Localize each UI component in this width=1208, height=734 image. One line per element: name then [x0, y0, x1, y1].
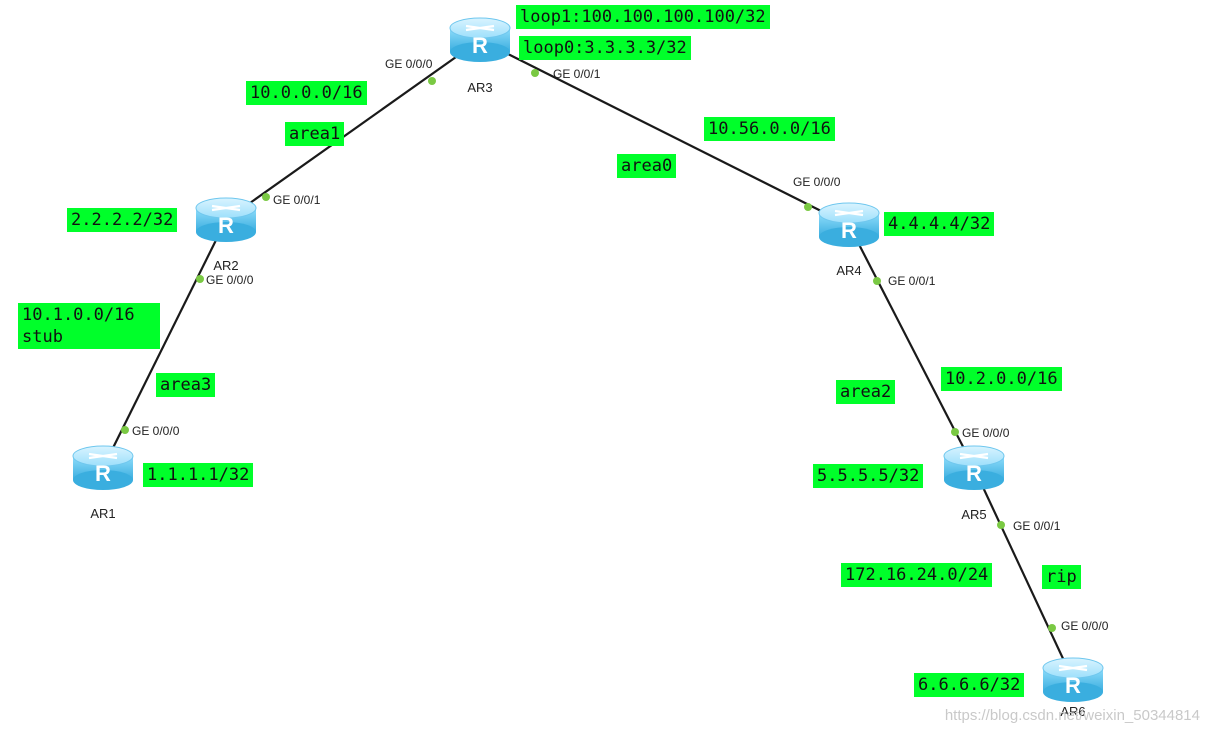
router-ar6[interactable]: R AR6	[1042, 657, 1104, 719]
router-icon-base	[73, 470, 133, 490]
network-ar4-ar5-label: 10.2.0.0/16	[941, 367, 1062, 391]
port-label: GE 0/0/1	[888, 274, 936, 288]
link-ar3-ar4	[479, 39, 850, 226]
router-icon-base	[196, 222, 256, 242]
link-ar3-ar2	[225, 39, 481, 221]
router-r-icon: R	[218, 213, 234, 238]
network-ar1-ar2-label: 10.1.0.0/16 stub	[18, 303, 160, 349]
router-ar5[interactable]: R AR5	[943, 445, 1005, 522]
port-label: GE 0/0/0	[132, 424, 180, 438]
port-dot	[804, 203, 812, 211]
ar5-loopback-label: 5.5.5.5/32	[813, 464, 924, 488]
network-ar5-ar6-label: 172.16.24.0/24	[841, 563, 993, 587]
router-r-icon: R	[841, 218, 857, 243]
network-ar3-ar4-label: 10.56.0.0/16	[704, 117, 835, 141]
ar6-loopback-label: 6.6.6.6/32	[914, 673, 1025, 697]
router-arrows-icon	[834, 209, 864, 217]
area0-label: area0	[617, 154, 677, 178]
ar3-loop1-label: loop1:100.100.100.100/32	[516, 5, 770, 29]
area3-label: area3	[156, 373, 216, 397]
router-name-label: AR3	[467, 80, 492, 95]
router-r-icon: R	[472, 33, 488, 58]
port-label: GE 0/0/1	[1013, 519, 1061, 533]
port-dot	[951, 428, 959, 436]
router-icon-base	[450, 42, 510, 62]
router-name-label: AR5	[961, 507, 986, 522]
router-name-label: AR6	[1060, 704, 1085, 719]
network-ar2-ar3-label: 10.0.0.0/16	[246, 81, 367, 105]
router-icon-base	[819, 227, 879, 247]
ar3-loop0-label: loop0:3.3.3.3/32	[519, 36, 691, 60]
port-dot	[531, 69, 539, 77]
router-ar4[interactable]: R AR4	[818, 202, 880, 278]
port-dot	[196, 275, 204, 283]
port-dot	[1048, 624, 1056, 632]
ar2-loopback-label: 2.2.2.2/32	[67, 208, 178, 232]
port-dot	[428, 77, 436, 85]
link-ar4-ar5	[848, 224, 975, 469]
router-arrows-icon	[211, 204, 241, 212]
port-label: GE 0/0/1	[273, 193, 321, 207]
port-dot	[262, 193, 270, 201]
router-arrows-icon	[959, 452, 989, 460]
router-ar1[interactable]: R AR1	[72, 445, 134, 521]
area1-label: area1	[285, 122, 345, 146]
router-r-icon: R	[1065, 673, 1081, 698]
router-ar3[interactable]: R AR3	[449, 17, 511, 95]
port-dot	[121, 426, 129, 434]
router-arrows-icon	[1058, 664, 1088, 672]
router-r-icon: R	[966, 461, 982, 486]
router-ar2[interactable]: R AR2	[195, 197, 257, 273]
router-icon-base	[1043, 682, 1103, 702]
ar1-loopback-label: 1.1.1.1/32	[143, 463, 254, 487]
rip-label: rip	[1042, 565, 1081, 589]
ar4-loopback-label: 4.4.4.4/32	[884, 212, 995, 236]
router-name-label: AR4	[836, 263, 861, 278]
router-r-icon: R	[95, 461, 111, 486]
area2-label: area2	[836, 380, 896, 404]
port-label: GE 0/0/0	[385, 57, 433, 71]
router-name-label: AR2	[213, 258, 238, 273]
router-name-label: AR1	[90, 506, 115, 521]
port-label: GE 0/0/0	[793, 175, 841, 189]
watermark: https://blog.csdn.net/weixin_50344814	[944, 707, 1200, 724]
port-dot	[997, 521, 1005, 529]
router-arrows-icon	[465, 24, 495, 32]
port-label: GE 0/0/1	[553, 67, 601, 81]
port-label: GE 0/0/0	[962, 426, 1010, 440]
router-arrows-icon	[88, 452, 118, 460]
link-ar5-ar6	[973, 467, 1074, 681]
router-icon-base	[944, 470, 1004, 490]
port-label: GE 0/0/0	[1061, 619, 1109, 633]
port-label: GE 0/0/0	[206, 273, 254, 287]
port-dot	[873, 277, 881, 285]
